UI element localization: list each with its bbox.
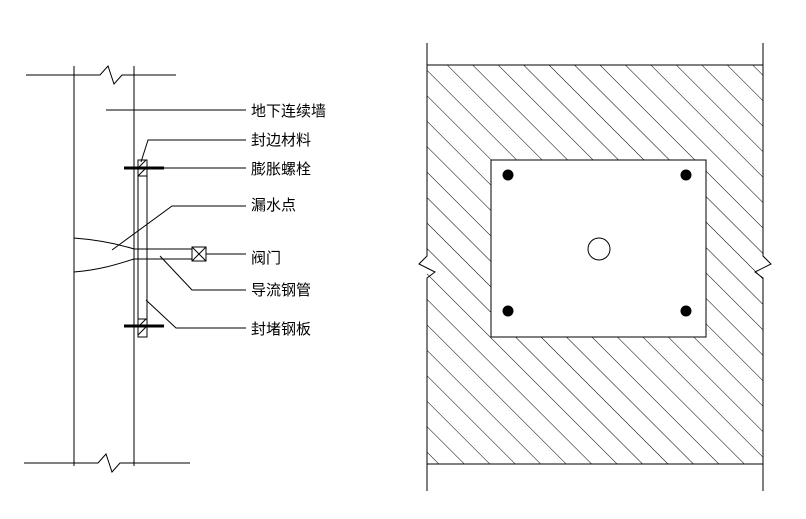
right-break-line — [754, 43, 772, 491]
label-valve: 阀门 — [251, 249, 281, 267]
top-break-line — [26, 65, 176, 85]
drain-pipe-opening — [587, 237, 611, 261]
leader-leak-point — [111, 205, 246, 251]
label-wall: 地下连续墙 — [251, 102, 326, 120]
section-view — [24, 65, 246, 473]
label-seal-plate: 封堵钢板 — [251, 320, 311, 338]
bolt-bottom-right — [680, 305, 692, 317]
bolt-top-right — [680, 169, 692, 181]
label-edge-seal: 封边材料 — [251, 131, 311, 149]
left-break-line — [418, 43, 436, 491]
label-leak-point: 漏水点 — [251, 196, 296, 214]
leak-void — [73, 237, 135, 273]
bolt-top-left — [502, 169, 514, 181]
label-drain-pipe: 导流钢管 — [251, 281, 311, 299]
label-expansion-bolt: 膨胀螺栓 — [251, 160, 311, 178]
leader-drain-pipe — [159, 255, 246, 291]
leader-seal-plate — [145, 299, 246, 329]
elevation-view — [418, 43, 772, 491]
leader-edge-seal — [140, 139, 246, 163]
bolt-bottom-left — [502, 305, 514, 317]
bottom-break-line — [24, 453, 190, 473]
